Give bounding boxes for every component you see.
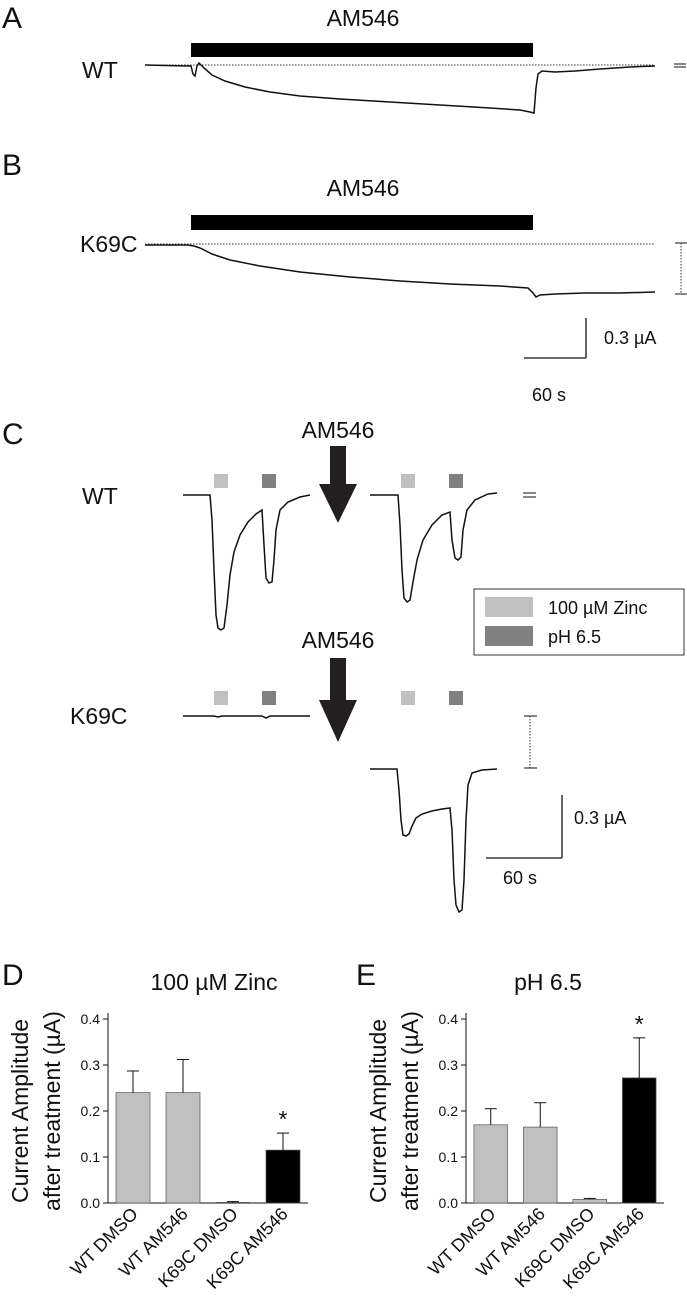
- panel-c-legend-label-ph: pH 6.5: [548, 627, 601, 647]
- chart-e-bar: [473, 1124, 508, 1204]
- chart-d-ylabel-line1: Current Amplitude: [7, 1019, 33, 1203]
- panel-c-wt-post-ph-marker: [449, 474, 463, 488]
- panel-c-label-wt: WT: [82, 483, 118, 509]
- chart-e-bar: [572, 1198, 607, 1204]
- panel-b-scale-current: 0.3 µA: [604, 328, 656, 348]
- panel-b-trace-label: K69C: [80, 231, 138, 257]
- panel-c-k69c-post-zinc-marker: [401, 691, 415, 705]
- panel-c: C AM546 WT 100 µM Zinc pH 6.5 AM546 K69C: [2, 417, 685, 914]
- chart-e-ytick-label: 0.0: [439, 1195, 459, 1211]
- chart-e-bar: [523, 1126, 558, 1204]
- chart-e-ylabel-line1: Current Amplitude: [365, 1019, 391, 1203]
- chart-d-title: 100 µM Zinc: [150, 969, 277, 995]
- chart-d-ytick-label: 0.1: [81, 1149, 101, 1165]
- chart-d-ytick-label: 0.3: [81, 1057, 101, 1073]
- panel-c-wt-trace-before: [183, 494, 311, 631]
- panel-c-k69c-trace-before: [183, 715, 310, 719]
- panel-c-wt-pre-ph-marker: [262, 474, 276, 488]
- panel-b-dotted-scale: [675, 242, 687, 295]
- chart-d-bar: [265, 1149, 301, 1204]
- panel-d-letter: D: [2, 959, 24, 992]
- panel-c-scale-bar: [486, 795, 563, 859]
- panel-b: B AM546 K69C 0.3 µA 60 s: [2, 149, 687, 405]
- panel-b-drug-label: AM546: [327, 175, 400, 201]
- panel-c-k69c-pre-ph-marker: [262, 691, 276, 705]
- panel-a-scale-mark: [674, 63, 686, 68]
- panel-a-letter: A: [2, 2, 22, 35]
- panel-c-k69c-post-ph-marker: [449, 691, 463, 705]
- panel-b-letter: B: [2, 149, 22, 182]
- panel-b-scale-bar: [524, 318, 587, 359]
- chart-e-bar: [622, 1077, 657, 1204]
- panel-c-k69c-trace-after: [370, 768, 498, 914]
- panel-c-wt-scale-mark: [523, 492, 536, 498]
- panel-b-scale-time: 60 s: [532, 385, 566, 405]
- panel-c-arrow-down-icon-2: [319, 658, 357, 742]
- panel-b-drug-bar: [191, 215, 533, 230]
- panel-c-wt-pre-zinc-marker: [214, 474, 228, 488]
- panel-c-legend-swatch-ph: [485, 626, 533, 646]
- chart-d-ytick-label: 0.2: [81, 1103, 101, 1119]
- chart-e-significance-star: *: [635, 1011, 644, 1037]
- panel-c-drug-label-top: AM546: [302, 417, 375, 443]
- panel-c-legend-swatch-zinc: [485, 597, 533, 617]
- panel-a-drug-bar: [191, 43, 533, 57]
- panel-c-letter: C: [2, 418, 24, 451]
- panel-c-wt-trace-after: [370, 492, 498, 604]
- panel-a-trace: [144, 61, 656, 114]
- chart-d-significance-star: *: [279, 1106, 288, 1132]
- panel-e-letter: E: [356, 959, 376, 992]
- panel-a: A AM546 WT: [2, 2, 686, 114]
- panel-c-k69c-pre-zinc-marker: [214, 691, 228, 705]
- chart-e-ylabel-line2: after treatment (µA): [397, 1011, 423, 1211]
- panel-c-scale-time: 60 s: [503, 868, 537, 888]
- panel-b-trace: [145, 244, 656, 298]
- chart-e-ytick-label: 0.1: [439, 1149, 459, 1165]
- panel-c-label-k69c: K69C: [70, 703, 128, 729]
- panel-c-arrow-down-icon: [319, 446, 357, 523]
- panel-c-legend: 100 µM Zinc pH 6.5: [473, 588, 685, 656]
- panel-c-k69c-dotted-scale: [524, 715, 537, 769]
- chart-d-bar: [115, 1092, 151, 1204]
- chart-e-ytick-label: 0.2: [439, 1103, 459, 1119]
- chart-d-ytick-label: 0.4: [81, 1011, 101, 1027]
- chart-e-ytick-label: 0.3: [439, 1057, 459, 1073]
- chart-e-ytick-label: 0.4: [439, 1011, 459, 1027]
- panel-c-drug-label-bottom: AM546: [302, 627, 375, 653]
- panel-a-drug-label: AM546: [327, 5, 400, 31]
- chart-e-title: pH 6.5: [514, 969, 582, 995]
- panel-c-legend-label-zinc: 100 µM Zinc: [548, 598, 647, 618]
- panel-c-wt-post-zinc-marker: [401, 474, 415, 488]
- panel-c-scale-current: 0.3 µA: [574, 808, 626, 828]
- chart-d-ylabel-line2: after treatment (µA): [39, 1011, 65, 1211]
- panel-a-trace-label: WT: [82, 57, 118, 83]
- chart-d-ytick-label: 0.0: [81, 1195, 101, 1211]
- chart-d-bar: [165, 1092, 201, 1204]
